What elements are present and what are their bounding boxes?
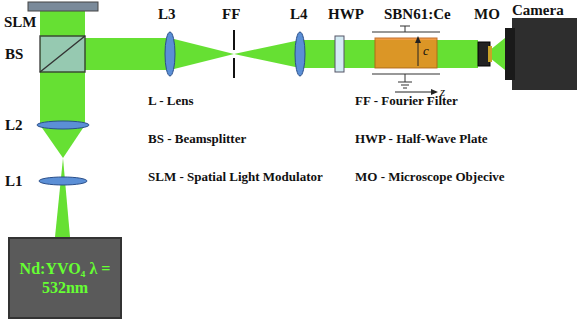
half-wave-plate (335, 36, 344, 72)
part-name: SLM (4, 14, 37, 31)
microscope-objective (488, 46, 492, 62)
legend-note: BS - Beamsplitter (148, 132, 246, 146)
lens-l4 (295, 32, 305, 76)
beam (40, 10, 85, 125)
slm-device (28, 2, 98, 11)
lens-l2 (37, 121, 89, 129)
c-axis-arrow (415, 36, 421, 43)
beam (85, 38, 170, 70)
part-name: FF (222, 6, 240, 23)
ground-symbol (401, 85, 409, 86)
part-name: L3 (158, 6, 176, 23)
camera-body (512, 18, 577, 90)
beam (55, 158, 70, 237)
ground-symbol (398, 82, 412, 83)
part-name: Camera (512, 2, 564, 19)
axis-label: c (423, 44, 429, 58)
part-name: L4 (290, 6, 308, 23)
fourier-filter (233, 30, 235, 50)
lens-l1 (39, 177, 87, 185)
part-name: SBN61:Ce (384, 6, 451, 23)
beam (170, 38, 234, 70)
beam (40, 125, 85, 158)
part-name: MO (474, 6, 500, 23)
part-name: L1 (5, 173, 23, 190)
sbn-crystal (375, 38, 437, 68)
fourier-filter (233, 58, 235, 78)
wire (400, 26, 410, 27)
part-name: BS (5, 46, 23, 63)
legend-note: SLM - Spatial Light Modulator (148, 170, 323, 184)
beamsplitter-diagonal (40, 36, 85, 72)
legend-note: L - Lens (148, 94, 194, 108)
wire (405, 26, 406, 32)
ground-symbol (403, 88, 407, 89)
z-axis-arrow (395, 92, 432, 93)
electrode (372, 73, 440, 74)
part-name: L2 (5, 117, 23, 134)
legend-note: MO - Microscope Objecive (355, 170, 505, 184)
part-name: HWP (328, 6, 364, 23)
electrode (372, 31, 440, 32)
beamsplitter-cube (40, 36, 85, 72)
lens-l3 (165, 32, 175, 76)
laser-box: Nd:YVO₄ λ = 532nm (8, 237, 122, 319)
legend-note: FF - Fourier Filter (355, 94, 458, 108)
beam (234, 40, 300, 68)
ground-wire (405, 74, 406, 82)
legend-note: HWP - Half-Wave Plate (355, 132, 488, 146)
camera-mount (505, 28, 515, 80)
laser-label: Nd:YVO₄ λ = 532nm (14, 259, 116, 297)
